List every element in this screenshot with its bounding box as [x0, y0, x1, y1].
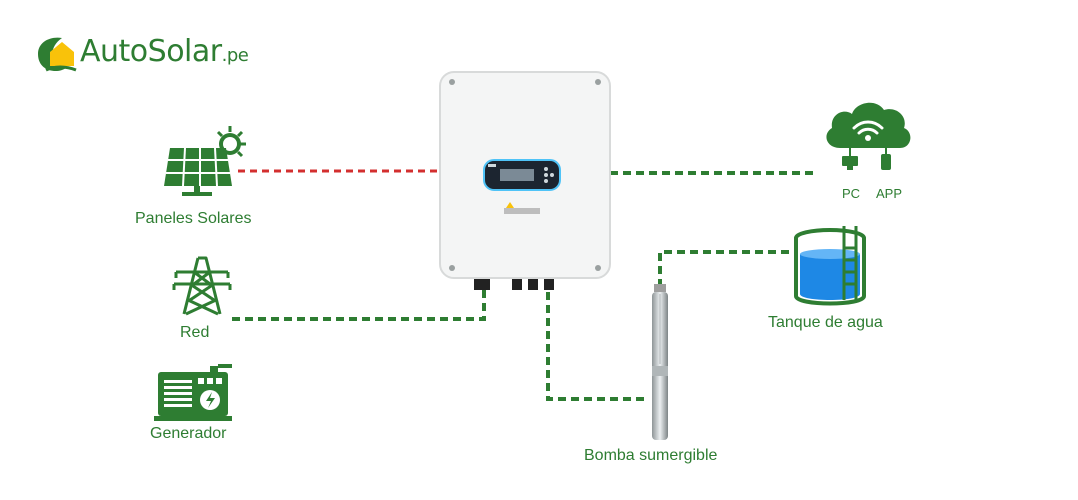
- red-label: Red: [180, 324, 210, 341]
- water-tank-icon: [794, 226, 866, 306]
- brand-name-suffix: .pe: [221, 45, 249, 66]
- generator-icon: [154, 364, 232, 421]
- brand-logo[interactable]: AutoSolar.pe: [32, 30, 272, 78]
- pc-label: PC: [842, 186, 861, 201]
- generador-label: Generador: [150, 425, 227, 442]
- power-tower-icon: [172, 256, 232, 316]
- app-label: APP: [876, 186, 903, 201]
- brand-name: AutoSolar.pe: [80, 34, 249, 69]
- submersible-pump-icon: [652, 284, 668, 440]
- leaf-house-icon: [38, 37, 77, 72]
- tanque-label: Tanque de agua: [768, 314, 883, 331]
- solar-panel-icon: [164, 126, 246, 196]
- bomba-label: Bomba sumergible: [584, 447, 718, 464]
- pump-link-line: [546, 292, 648, 401]
- inverter-icon: [439, 71, 611, 290]
- cloud-wifi-icon: [826, 102, 911, 170]
- grid-link-line: [232, 284, 486, 321]
- brand-name-main: AutoSolar: [80, 34, 222, 69]
- paneles-label: Paneles Solares: [135, 210, 252, 227]
- tank-link-line: [658, 250, 798, 300]
